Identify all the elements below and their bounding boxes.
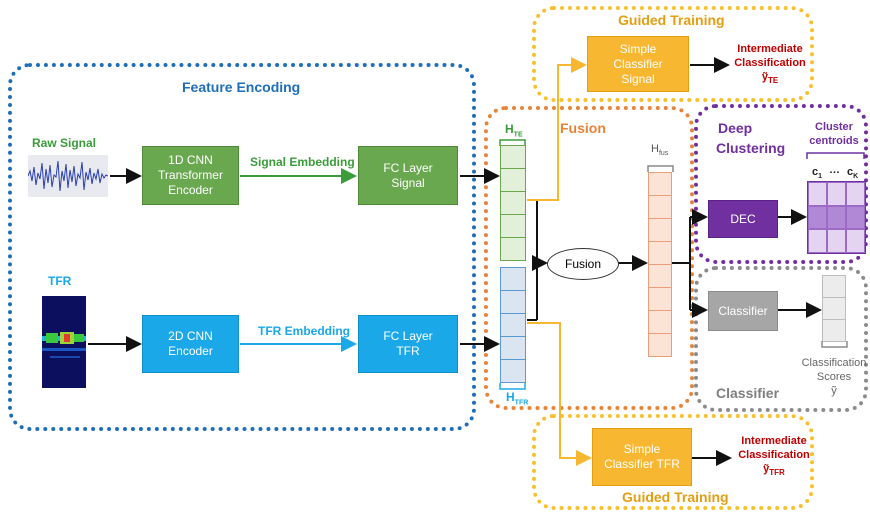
fusion-title: Fusion <box>560 120 606 136</box>
cluster-centroids-label: Cluster centroids <box>806 120 862 148</box>
fc-layer-signal-box: FC Layer Signal <box>358 146 458 205</box>
signal-embedding-label: Signal Embedding <box>250 155 355 169</box>
classification-scores-symbol: ỹ <box>831 385 837 397</box>
tfr-spectrogram-image <box>42 296 86 388</box>
h-fus-bracket <box>647 165 674 172</box>
h-te-vector <box>500 145 526 261</box>
classifier-region <box>694 266 868 412</box>
arrow-hfus-branches <box>672 209 708 318</box>
intermediate-classification-te: Intermediate Classification ỹTE <box>730 42 810 88</box>
classifier-title: Classifier <box>716 385 780 401</box>
classification-scores-label: Classification Scores ỹ <box>798 356 870 398</box>
intermediate-te-symbol: ỹTE <box>761 71 779 86</box>
h-te-label: HTE <box>505 122 523 139</box>
centroid-grid <box>807 181 866 254</box>
scores-bracket <box>821 341 848 348</box>
feature-encoding-region <box>8 63 476 431</box>
intermediate-te-line1: Intermediate <box>737 43 803 55</box>
simple-classifier-tfr-box: Simple Classifier TFR <box>592 428 692 486</box>
h-tfr-label: HTFR <box>506 390 529 407</box>
arrow-vectors-to-fusion <box>527 199 548 321</box>
cnn1d-transformer-encoder-box: 1D CNN Transformer Encoder <box>142 146 239 205</box>
centroids-bracket <box>806 152 865 159</box>
deep-clustering-title: Deep Clustering <box>716 118 785 158</box>
centroid-c1-label: c1 <box>812 166 823 181</box>
tfr-label: TFR <box>48 274 72 288</box>
classification-scores-vector <box>822 275 846 342</box>
raw-signal-label: Raw Signal <box>32 136 97 150</box>
tfr-embedding-label: TFR Embedding <box>258 324 350 338</box>
centroid-dots-label: … <box>829 164 840 176</box>
deep-clustering-title-line1: Deep <box>718 120 753 136</box>
classifier-box: Classifier <box>708 291 778 331</box>
guided-training-bottom-title: Guided Training <box>622 489 729 505</box>
deep-clustering-title-line2: Clustering <box>716 140 786 156</box>
intermediate-te-line2: Classification <box>734 57 806 69</box>
cluster-centroids-line1: Cluster <box>815 121 853 133</box>
h-tfr-vector <box>500 267 526 383</box>
cnn2d-encoder-box: 2D CNN Encoder <box>142 315 239 373</box>
h-fus-vector <box>648 172 672 357</box>
classification-scores-line1: Classification <box>801 357 867 369</box>
intermediate-tfr-line2: Classification <box>738 449 810 461</box>
raw-signal-waveform-image <box>28 155 108 197</box>
feature-encoding-title: Feature Encoding <box>182 79 301 95</box>
guided-training-top-region <box>532 6 814 102</box>
h-fus-label: Hfus <box>651 143 669 158</box>
cluster-centroids-line2: centroids <box>809 135 859 147</box>
arrow-hte-to-guided-top <box>527 57 587 201</box>
intermediate-tfr-line1: Intermediate <box>741 435 807 447</box>
classification-scores-line2: Scores <box>816 371 852 383</box>
centroid-ck-label: cK <box>847 166 859 181</box>
dec-box: DEC <box>708 200 778 238</box>
fusion-node: Fusion <box>547 248 619 280</box>
simple-classifier-signal-box: Simple Classifier Signal <box>587 36 689 92</box>
fc-layer-tfr-box: FC Layer TFR <box>358 315 458 373</box>
intermediate-classification-tfr: Intermediate Classification ỹTFR <box>734 434 814 480</box>
h-te-bracket <box>499 139 526 146</box>
fusion-region <box>484 106 694 410</box>
intermediate-tfr-symbol: ỹTFR <box>763 463 785 478</box>
guided-training-bottom-region <box>532 414 814 510</box>
arrow-htfr-to-guided-bottom <box>527 322 592 466</box>
deep-clustering-region <box>694 104 868 264</box>
guided-training-top-title: Guided Training <box>618 12 725 28</box>
h-tfr-bracket <box>499 383 526 390</box>
fusion-node-label: Fusion <box>564 257 602 271</box>
